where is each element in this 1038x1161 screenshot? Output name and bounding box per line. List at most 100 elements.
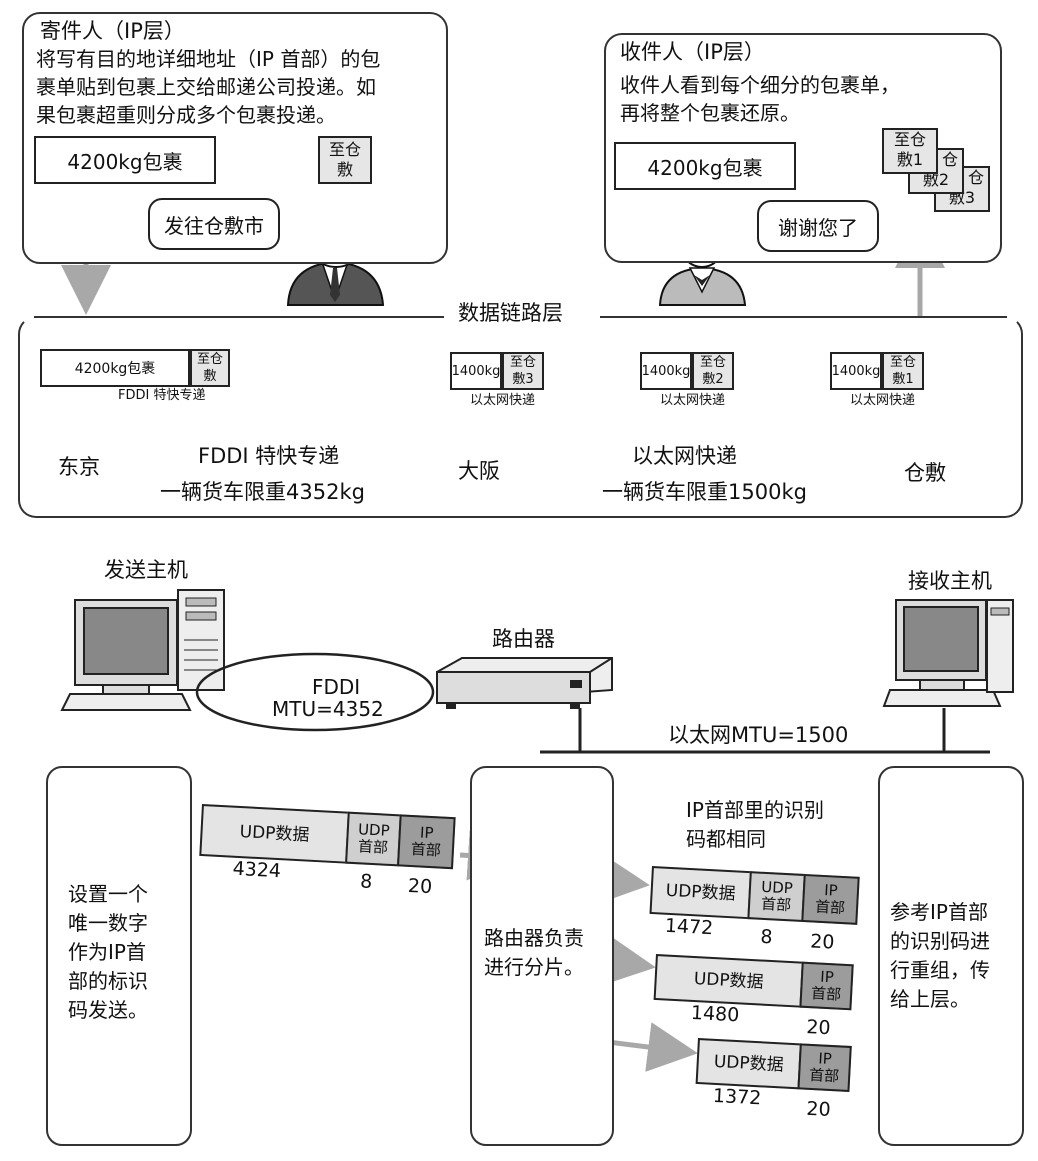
receiver-package: 4200kg包裹 — [614, 142, 796, 190]
middle-info-line1: 路由器负责 — [484, 926, 584, 950]
receiver-title: 收件人（IP层） — [620, 40, 765, 64]
route2-name: 以太网快递 — [632, 444, 737, 468]
sender-desc-line2: 裹单贴到包裹上交给邮递公司投递。如 — [36, 75, 376, 99]
fddi-truck-label: 至仓 敷 — [190, 349, 230, 387]
frag3-data-size: 1372 — [712, 1084, 762, 1110]
receiver-label-1-line1: 至仓 — [893, 130, 926, 149]
middle-info-line2: 进行分片。 — [484, 955, 584, 979]
frag1-ip-header: IP 首部 — [801, 873, 860, 925]
same-id-note-line2: 码都相同 — [686, 827, 766, 851]
eth-truck3-label-line2: 敷1 — [892, 372, 914, 387]
fddi-label-line2: MTU=4352 — [272, 697, 384, 721]
frag3-ip-header-line1: IP — [817, 1049, 833, 1069]
route1-limit: 一辆货车限重4352kg — [160, 480, 365, 504]
right-info-line3: 行重组，传 — [890, 958, 990, 982]
eth-truck2-label: 至仓 敷2 — [692, 352, 734, 390]
middle-info-box — [470, 766, 614, 1146]
eth-truck1-label-line1: 至仓 — [509, 355, 536, 370]
middle-info-text: 路由器负责 进行分片。 — [484, 924, 584, 982]
frag3-ip-size: 20 — [805, 1097, 832, 1122]
receiver-label-2-line1: 仓 — [941, 150, 958, 169]
frag1-udp-header-line2: 首部 — [760, 894, 792, 915]
frag1-ip-header-line2: 首部 — [814, 897, 846, 918]
sender-address-label: 至仓 敷 — [318, 136, 372, 184]
recv-host-computer-icon — [882, 599, 1014, 707]
original-ip-size: 20 — [407, 874, 433, 899]
receiver-desc-line2: 再将整个包裹还原。 — [620, 101, 800, 125]
city-osaka: 大阪 — [458, 459, 500, 483]
left-info-line2: 唯一数字 — [68, 911, 148, 935]
sender-label-line1: 至仓 — [328, 140, 361, 159]
receiver-speech-bubble: 谢谢您了 — [757, 200, 879, 252]
router-icon — [436, 657, 613, 709]
eth-truck2-cargo: 1400kg — [640, 352, 692, 390]
sender-desc-line3: 果包裹超重则分成多个包裹投递。 — [36, 103, 336, 127]
frag1-data-size: 1472 — [664, 914, 714, 940]
city-tokyo: 东京 — [58, 455, 100, 479]
left-info-box — [46, 766, 192, 1146]
sender-label-line2: 敷 — [336, 160, 353, 179]
frag2-ip-header-line1: IP — [819, 967, 835, 987]
eth-truck2-company: 以太网快递 — [660, 393, 726, 408]
frag3-udp-data: UDP数据 — [695, 1038, 802, 1090]
eth-truck1-label-line2: 敷3 — [512, 372, 534, 387]
city-kurashiki: 仓敷 — [904, 461, 946, 485]
frag2-ip-size: 20 — [805, 1015, 832, 1040]
frag2-ip-header-line2: 首部 — [810, 984, 842, 1004]
original-data-size: 4324 — [232, 857, 282, 883]
frag3-ip-header-line2: 首部 — [808, 1065, 840, 1086]
receiver-label-2-line2: 敷2 — [922, 170, 950, 189]
sender-desc-line1: 将写有目的地详细地址（IP 首部）的包 — [36, 47, 381, 71]
ethernet-bus — [540, 708, 990, 754]
left-info-text: 设置一个 唯一数字 作为IP首 部的标识 码发送。 — [68, 880, 148, 1025]
frag1-ip-header-line1: IP — [823, 881, 839, 900]
original-ip-header: IP 首部 — [397, 814, 456, 870]
frag1-udp-size: 8 — [759, 925, 774, 949]
left-info-line5: 码发送。 — [68, 998, 148, 1022]
eth-truck1-label: 至仓 敷3 — [502, 352, 544, 390]
left-info-line1: 设置一个 — [68, 882, 148, 906]
fddi-truck-cargo: 4200kg包裹 — [40, 349, 190, 387]
right-info-box — [878, 766, 1024, 1146]
right-info-line4: 给上层。 — [890, 987, 970, 1011]
right-info-line2: 的识别码进 — [890, 929, 990, 953]
ethernet-label: 以太网MTU=1500 — [668, 723, 849, 747]
receiver-label-1-line2: 敷1 — [896, 150, 924, 169]
send-host-computer-icon — [60, 589, 225, 711]
receiver-label-3-line1: 仓 — [967, 168, 984, 187]
datalink-title: 数据链路层 — [458, 301, 563, 325]
right-info-text: 参考IP首部 的识别码进 行重组，传 给上层。 — [890, 898, 990, 1014]
frag1-ip-size: 20 — [809, 930, 836, 954]
original-ip-header-line1: IP — [419, 823, 434, 843]
recv-host-label: 接收主机 — [908, 569, 992, 593]
frag1-udp-header: UDP 首部 — [747, 871, 806, 922]
left-info-line4: 部的标识 — [68, 969, 148, 993]
eth-truck2-label-line2: 敷2 — [702, 372, 724, 387]
router-label: 路由器 — [492, 627, 555, 651]
right-info-line1: 参考IP首部 — [890, 900, 988, 924]
fddi-truck-company: FDDI 特快专递 — [118, 388, 206, 403]
original-udp-header-line2: 首部 — [357, 837, 389, 857]
fddi-truck-label-line1: 至仓 — [196, 352, 223, 367]
eth-truck3-label-line1: 至仓 — [889, 355, 916, 370]
frag2-udp-data: UDP数据 — [653, 954, 804, 1008]
same-id-note-line1: IP首部里的识别 — [686, 798, 824, 822]
original-ip-header-line2: 首部 — [410, 840, 442, 860]
send-host-label: 发送主机 — [104, 558, 188, 582]
original-udp-data: UDP数据 — [199, 804, 350, 864]
fddi-label-line1: FDDI — [312, 675, 361, 699]
frag3-ip-header: IP 首部 — [797, 1043, 852, 1092]
receiver-desc-line1: 收件人看到每个细分的包裹单， — [620, 73, 900, 97]
datalink-top-border-left — [34, 316, 444, 318]
eth-truck3-label: 至仓 敷1 — [882, 352, 924, 390]
sender-speech-bubble: 发往仓敷市 — [148, 198, 280, 250]
original-udp-size: 8 — [359, 870, 373, 894]
eth-truck2-label-line1: 至仓 — [699, 355, 726, 370]
route1-name: FDDI 特快专递 — [198, 444, 340, 468]
same-id-note: IP首部里的识别 码都相同 — [686, 796, 824, 854]
receiver-label-1: 至仓 敷1 — [882, 128, 938, 174]
fddi-ring — [195, 652, 435, 732]
eth-truck1-company: 以太网快递 — [470, 393, 536, 408]
sender-title: 寄件人（IP层） — [40, 19, 185, 43]
datalink-top-border-right — [600, 316, 1007, 318]
